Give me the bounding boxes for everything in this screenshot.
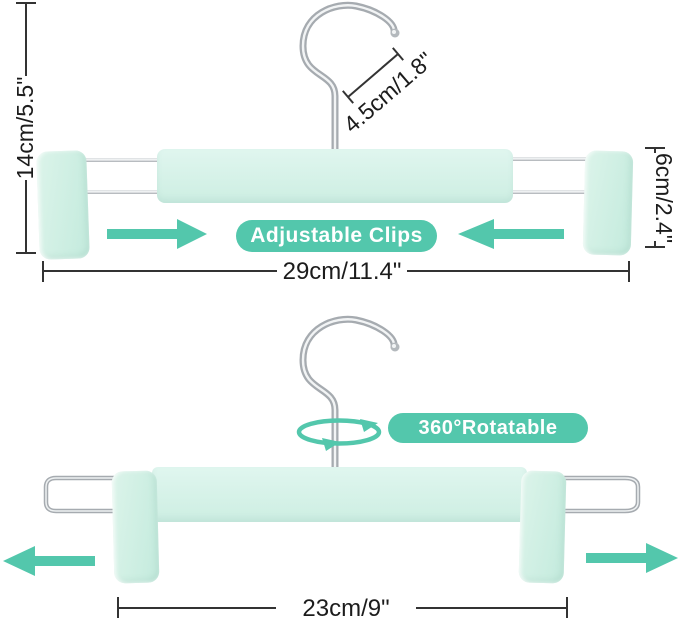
hanger-bar <box>157 149 513 203</box>
arrow-left-icon <box>3 546 95 576</box>
rotation-arrow-icon <box>296 418 382 451</box>
arrow-right-icon <box>107 219 207 249</box>
rotatable-badge: 360°Rotatable <box>388 413 588 443</box>
left-clip <box>111 470 160 584</box>
left-clip-wire-bottom <box>80 190 162 194</box>
dim-clip-label: 6cm/2.4" <box>651 153 677 243</box>
arrow-left-icon <box>458 219 564 249</box>
hook-icon <box>299 315 400 470</box>
dim-width-right-tick <box>628 261 630 282</box>
dim-width-label: 29cm/11.4" <box>277 258 407 285</box>
hanger-bar <box>152 467 527 522</box>
right-clip <box>518 470 567 584</box>
left-clip <box>36 150 90 260</box>
hook-icon <box>299 1 400 152</box>
right-clip <box>582 150 634 256</box>
left-clip-wire-top <box>80 158 162 162</box>
dim-hook-group: 4.5cm/1.8" <box>338 47 438 138</box>
dim-width-label: 23cm/9" <box>276 595 416 621</box>
dim-height-bottom-tick <box>16 252 36 254</box>
dim-clip-bottom-tick <box>645 246 665 248</box>
arrow-right-icon <box>586 543 678 573</box>
adjustable-clips-badge: Adjustable Clips <box>236 220 437 252</box>
right-clip-wire-bottom <box>508 190 590 194</box>
dim-height-label: 14cm/5.5" <box>12 76 38 180</box>
left-wire-loop <box>43 475 122 514</box>
dim-width-right-tick <box>566 597 568 618</box>
right-wire-loop <box>555 475 641 514</box>
right-clip-wire-top <box>508 157 590 161</box>
